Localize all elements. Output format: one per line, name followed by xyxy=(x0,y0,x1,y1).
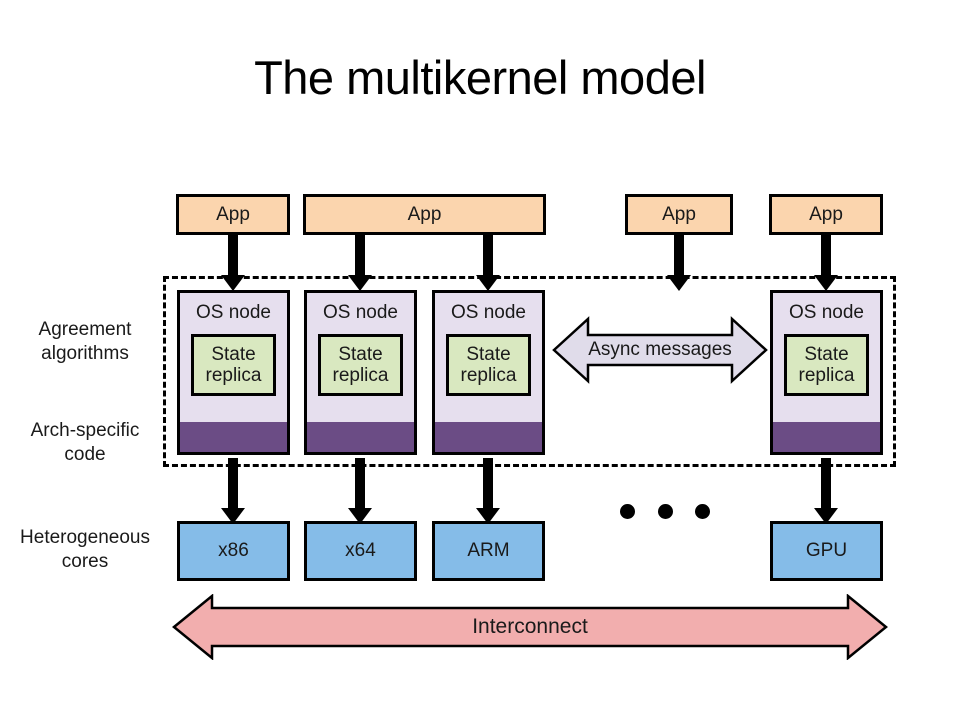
arch-specific-bar-4 xyxy=(773,422,880,452)
async-messages-arrow-shape xyxy=(552,316,768,384)
state-replica-3-line2: replica xyxy=(460,365,517,386)
state-replica-1: State replica xyxy=(191,334,276,396)
os-node-3[interactable]: OS node State replica xyxy=(432,290,545,455)
kernel-boundary-dashed-region xyxy=(163,276,896,467)
app-box-2-label: App xyxy=(407,203,442,225)
app-box-1-label: App xyxy=(216,203,250,225)
os-node-2-label: OS node xyxy=(323,302,398,323)
arch-specific-bar-1 xyxy=(180,422,287,452)
core-box-x64[interactable]: x64 xyxy=(304,521,417,581)
label-agreement-line2: algorithms xyxy=(41,342,129,364)
state-replica-4: State replica xyxy=(784,334,869,396)
os-node-3-label: OS node xyxy=(451,302,526,323)
core-box-gpu[interactable]: GPU xyxy=(770,521,883,581)
state-replica-4-line2: replica xyxy=(798,365,855,386)
async-messages-arrow: Async messages xyxy=(552,316,768,384)
os-node-2[interactable]: OS node State replica xyxy=(304,290,417,455)
core-box-x86-label: x86 xyxy=(218,540,249,561)
app-box-3-label: App xyxy=(662,203,696,225)
ellipsis-dot-1 xyxy=(620,503,635,519)
os-node-4-label: OS node xyxy=(789,302,864,323)
state-replica-2-line1: State xyxy=(338,343,383,365)
state-replica-1-line1: State xyxy=(211,343,256,365)
state-replica-3-line1: State xyxy=(466,343,511,365)
app-box-2[interactable]: App xyxy=(303,194,546,235)
state-replica-2-line2: replica xyxy=(332,365,389,386)
label-arch-line2: code xyxy=(64,443,106,465)
core-box-gpu-label: GPU xyxy=(805,540,848,561)
label-arch-specific-code: Arch-specific code xyxy=(10,419,160,467)
state-replica-3: State replica xyxy=(446,334,531,396)
app-box-4-label: App xyxy=(809,203,843,225)
label-agreement-line1: Agreement xyxy=(38,319,132,340)
os-node-1-label: OS node xyxy=(196,302,271,323)
state-replica-1-line2: replica xyxy=(205,365,262,386)
arch-specific-bar-3 xyxy=(435,422,542,452)
page-title: The multikernel model xyxy=(254,51,706,104)
label-cores-line1: Heterogeneous xyxy=(20,527,150,548)
os-node-1[interactable]: OS node State replica xyxy=(177,290,290,455)
ellipsis-dot-2 xyxy=(657,503,673,519)
ellipsis-dots xyxy=(620,498,710,524)
state-replica-4-line1: State xyxy=(804,343,849,365)
app-box-3[interactable]: App xyxy=(625,194,733,235)
app-box-4[interactable]: App xyxy=(769,194,883,235)
interconnect-arrow-shape xyxy=(172,593,888,661)
ellipsis-dot-3 xyxy=(695,503,710,519)
state-replica-2: State replica xyxy=(318,334,403,396)
os-node-4[interactable]: OS node State replica xyxy=(770,290,883,455)
label-heterogeneous-cores: Heterogeneous cores xyxy=(2,526,168,574)
core-box-x86[interactable]: x86 xyxy=(177,521,290,581)
core-box-arm[interactable]: ARM xyxy=(432,521,545,581)
app-box-1[interactable]: App xyxy=(176,194,290,235)
interconnect-arrow: Interconnect xyxy=(172,593,888,661)
arch-specific-bar-2 xyxy=(307,422,414,452)
core-box-x64-label: x64 xyxy=(345,540,376,561)
core-box-arm-label: ARM xyxy=(467,540,510,561)
label-agreement-algorithms: Agreement algorithms xyxy=(10,318,160,366)
label-arch-line1: Arch-specific xyxy=(30,420,140,441)
label-cores-line2: cores xyxy=(61,550,109,572)
